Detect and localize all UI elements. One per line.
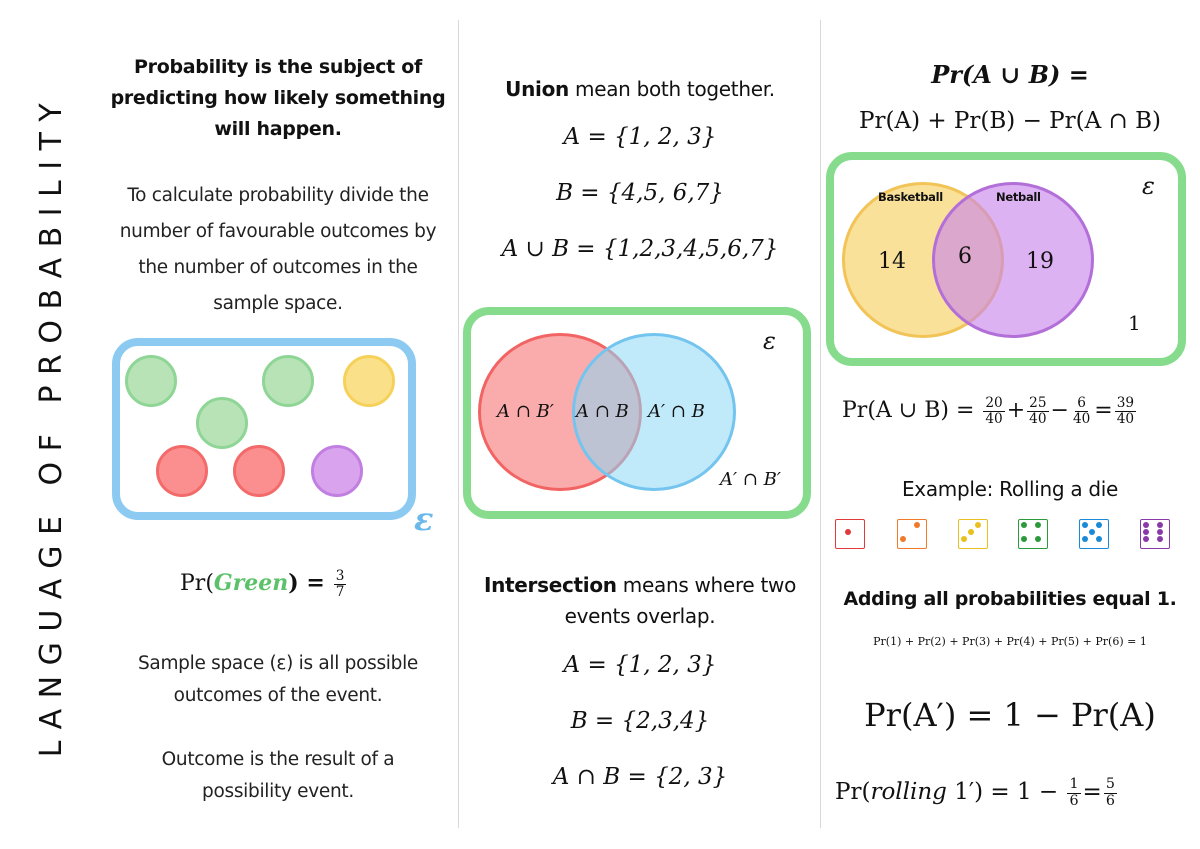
die-pip xyxy=(968,529,974,535)
union-formula-line1: Pr(A ∪ B) = xyxy=(931,60,1089,89)
netball-label: Netball xyxy=(996,190,1041,204)
epsilon-symbol: ε xyxy=(414,500,434,538)
complement-formula: Pr(A′) = 1 − Pr(A) xyxy=(864,696,1156,734)
set-b-2: B = {2,3,4} xyxy=(570,708,710,734)
netball-only-count: 19 xyxy=(1026,249,1054,274)
both-count: 6 xyxy=(958,244,972,269)
outcome-circle xyxy=(156,445,208,497)
sports-venn-frame xyxy=(826,152,1186,366)
die-pip xyxy=(961,536,967,542)
die-pip xyxy=(1096,536,1102,542)
set-a-2: A = {1, 2, 3} xyxy=(563,652,717,678)
neither-count: 1 xyxy=(1128,311,1141,335)
die-pip xyxy=(1143,536,1149,542)
die-pip xyxy=(914,522,920,528)
column-divider xyxy=(820,20,821,828)
union-result: A ∪ B = {1,2,3,4,5,6,7} xyxy=(501,236,779,262)
die-pip xyxy=(1157,529,1163,535)
column-divider xyxy=(458,20,459,828)
die-pip xyxy=(1143,522,1149,528)
outcome-circle xyxy=(343,355,395,407)
region-outside: A′ ∩ B′ xyxy=(720,469,781,490)
venn-circle-b xyxy=(572,333,736,491)
union-heading: Union mean both together. xyxy=(505,77,775,101)
die-pip xyxy=(1143,529,1149,535)
union-venn-frame xyxy=(463,307,811,519)
epsilon-symbol: ε xyxy=(763,327,776,355)
die-pip xyxy=(975,522,981,528)
die-pip xyxy=(1021,536,1027,542)
die-pip xyxy=(1035,522,1041,528)
set-a: A = {1, 2, 3} xyxy=(563,124,717,150)
die-pip xyxy=(1157,522,1163,528)
sum-formula: Pr(1) + Pr(2) + Pr(3) + Pr(4) + Pr(5) + … xyxy=(873,635,1147,648)
calculation-text: To calculate probability divide the numb… xyxy=(119,185,437,314)
region-a-and-b: A ∩ B xyxy=(576,401,629,422)
outcome-circle xyxy=(262,355,314,407)
epsilon-symbol: ε xyxy=(1142,172,1155,200)
basketball-only-count: 14 xyxy=(878,249,906,274)
intersection-result: A ∩ B = {2, 3} xyxy=(552,764,728,790)
intro-text: Probability is the subject of predicting… xyxy=(110,56,446,140)
die-pip xyxy=(1089,529,1095,535)
die-face-1 xyxy=(835,519,865,549)
adding-heading: Adding all probabilities equal 1. xyxy=(843,588,1177,610)
page-title: LANGUAGE OF PROBABILITY xyxy=(34,92,69,758)
die-face-2 xyxy=(897,519,927,549)
outcome-circle xyxy=(125,355,177,407)
region-a-not-b: A ∩ B′ xyxy=(497,401,554,422)
die-face-3 xyxy=(958,519,988,549)
sample-space-definition: Sample space (ε) is all possible outcome… xyxy=(137,653,418,706)
region-not-a-b: A′ ∩ B xyxy=(648,401,705,422)
union-formula-line2: Pr(A) + Pr(B) − Pr(A ∩ B) xyxy=(859,108,1161,134)
die-pip xyxy=(1035,536,1041,542)
die-pip xyxy=(1157,536,1163,542)
die-pip xyxy=(845,529,851,535)
die-pip xyxy=(1021,522,1027,528)
die-face-4 xyxy=(1018,519,1048,549)
set-b: B = {4,5, 6,7} xyxy=(556,180,724,206)
intersection-heading: Intersection means where two events over… xyxy=(483,573,797,628)
die-pip xyxy=(1096,522,1102,528)
venn-circle-netball xyxy=(932,182,1094,338)
die-face-6 xyxy=(1140,519,1170,549)
outcome-circle xyxy=(311,445,363,497)
die-pip xyxy=(1082,536,1088,542)
sample-space-box xyxy=(112,338,416,520)
die-pip xyxy=(1082,522,1088,528)
outcome-circle xyxy=(233,445,285,497)
die-pip xyxy=(900,536,906,542)
basketball-label: Basketball xyxy=(878,190,943,204)
outcome-definition: Outcome is the result of a possibility e… xyxy=(161,749,395,802)
outcome-circle xyxy=(196,397,248,449)
die-face-5 xyxy=(1079,519,1109,549)
example-heading: Example: Rolling a die xyxy=(901,477,1119,501)
